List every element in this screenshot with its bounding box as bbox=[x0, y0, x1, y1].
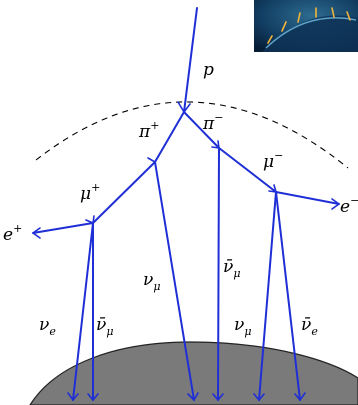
track-proton bbox=[183, 7, 198, 113]
track-mu-minus bbox=[218, 147, 277, 193]
label-nu-mu-1: νμ bbox=[143, 270, 161, 293]
particle-labels: p π+ π− μ+ μ− e+ e− νμ ν̄μ νe ν̄μ νμ ν̄e bbox=[3, 60, 358, 338]
atmosphere-boundary bbox=[35, 101, 349, 169]
track-nu-e bbox=[72, 222, 94, 401]
track-nu-mu-1 bbox=[154, 161, 195, 401]
particle-tracks bbox=[32, 7, 340, 401]
label-p: p bbox=[203, 60, 214, 80]
label-nu-e: νe bbox=[39, 315, 56, 338]
earth-surface bbox=[29, 341, 358, 405]
track-pi-plus bbox=[154, 111, 185, 163]
inset-thumbnail bbox=[254, 0, 358, 52]
track-e-plus bbox=[32, 222, 94, 234]
label-e-plus: e+ bbox=[3, 222, 22, 245]
label-nu-mu-bar-2: ν̄μ bbox=[96, 315, 114, 338]
track-nu-mu-2 bbox=[258, 191, 277, 401]
track-e-minus bbox=[275, 191, 340, 205]
label-pi-plus: π+ bbox=[138, 119, 159, 142]
track-nu-mu-bar-1 bbox=[217, 147, 220, 401]
label-mu-plus: μ+ bbox=[80, 181, 100, 204]
label-nu-e-bar: ν̄e bbox=[301, 315, 318, 338]
track-mu-plus bbox=[92, 161, 156, 224]
label-nu-mu-bar-1: ν̄μ bbox=[223, 257, 241, 280]
label-pi-minus: π− bbox=[202, 111, 223, 134]
track-arrowheads bbox=[32, 101, 340, 401]
track-nu-e-bar bbox=[275, 191, 301, 401]
track-pi-minus bbox=[183, 111, 220, 149]
label-mu-minus: μ− bbox=[263, 149, 283, 172]
label-e-minus: e− bbox=[340, 194, 358, 217]
label-nu-mu-2: νμ bbox=[234, 315, 252, 338]
